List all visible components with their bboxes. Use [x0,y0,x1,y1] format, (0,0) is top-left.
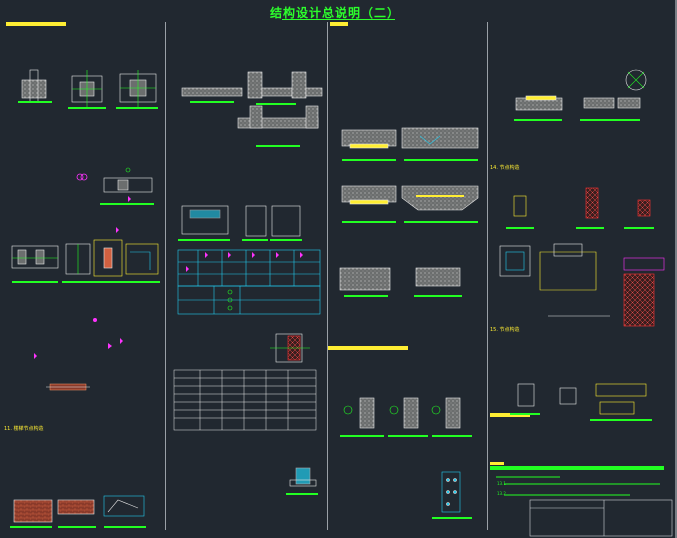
pit-details [499,243,665,327]
column-divider [487,22,488,530]
rebar-schedule-table [177,249,321,315]
section-heading-bar [330,22,348,26]
corbel-details [510,383,652,421]
notes-block [490,466,664,496]
slab-edge-details [514,69,647,121]
title-block [529,499,673,537]
column-joint-details [18,69,158,109]
beam-section-details [178,205,302,241]
beam-details-row [11,239,160,283]
drawing-title: 结构设计总说明（二） [270,6,401,20]
stair-detail [46,383,90,391]
pipe-penetration-details [340,397,472,437]
note-label: 13.2 [497,491,506,496]
column-red-detail [270,333,310,363]
section-heading-bar [6,22,66,26]
title-underline [282,19,395,20]
floor-section-details [341,127,479,223]
section-label: 15. 节点构造 [490,327,520,333]
slab-step-details [181,71,323,147]
column-divider [165,22,166,530]
foundation-details [506,187,654,229]
section-label: 11. 楼梯节点构造 [4,426,44,432]
section-label: 14. 节点构造 [490,165,520,171]
wall-section-details [339,267,462,297]
reinforcement-table [173,369,317,431]
section-heading-bar [490,462,504,465]
section-heading-bar [328,346,408,350]
note-label: 13.1 [497,481,506,486]
post-base-detail [286,467,318,495]
anchor-plate-detail [432,471,472,519]
column-divider [327,22,328,530]
wall-footing-details [10,495,146,528]
